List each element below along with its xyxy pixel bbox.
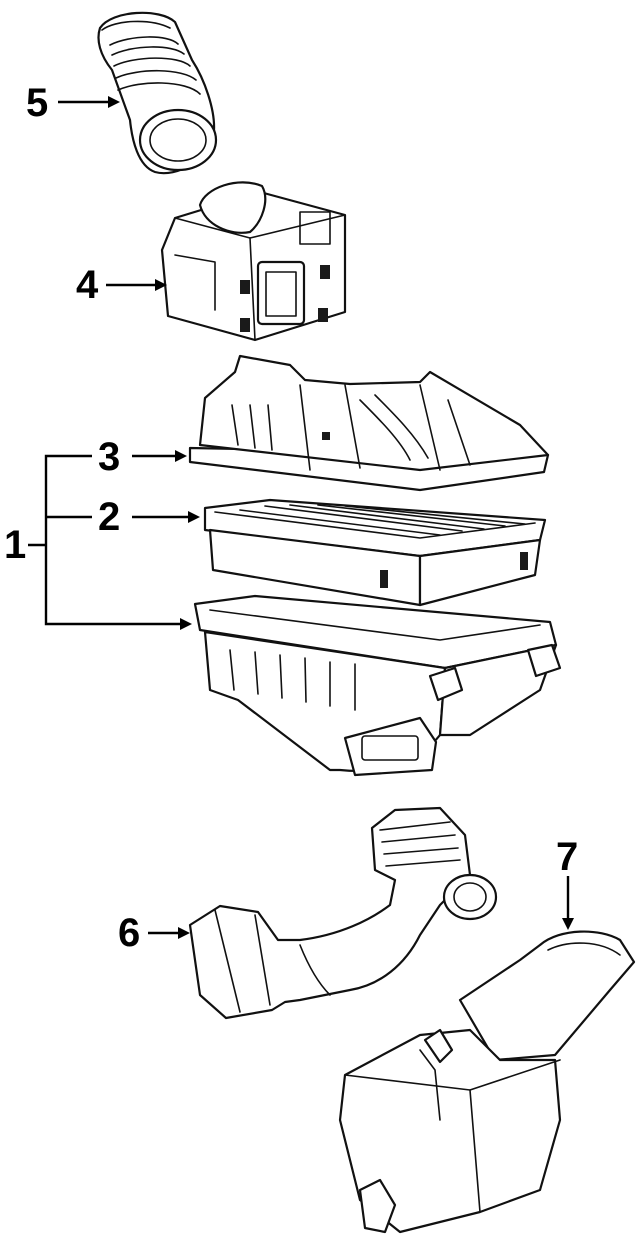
- callout-6: 6: [118, 911, 190, 955]
- callout-label-4: 4: [76, 263, 99, 307]
- arrowhead-3: [175, 450, 187, 462]
- part-4-air-flow-meter: [160, 181, 347, 342]
- arrowhead-7: [562, 918, 574, 930]
- callout-3: 3: [98, 435, 187, 479]
- arrowhead-2: [188, 511, 200, 523]
- callout-1: 1: [4, 454, 192, 630]
- callout-2: 2: [98, 495, 200, 539]
- callout-label-7: 7: [556, 835, 578, 879]
- part-7-resonator: [338, 930, 636, 1234]
- callout-4: 4: [76, 263, 167, 307]
- part-2-air-filter-element: [203, 498, 547, 607]
- callout-7: 7: [556, 835, 578, 930]
- part-3-air-cleaner-cap: [188, 354, 550, 492]
- arrowhead-4: [155, 279, 167, 291]
- callout-label-2: 2: [98, 495, 120, 539]
- callout-label-5: 5: [26, 81, 48, 125]
- arrowhead-1: [180, 618, 192, 630]
- callout-5: 5: [26, 81, 120, 125]
- callout-label-3: 3: [98, 435, 120, 479]
- bracket-line-1: [44, 454, 180, 626]
- part-5-intake-hose: [97, 11, 218, 175]
- callout-label-6: 6: [118, 911, 140, 955]
- part-1-air-cleaner-case: [193, 594, 562, 777]
- arrowhead-5: [108, 96, 120, 108]
- callout-label-1: 1: [4, 523, 26, 567]
- part-6-intake-duct: [188, 806, 498, 1020]
- arrowhead-6: [178, 927, 190, 939]
